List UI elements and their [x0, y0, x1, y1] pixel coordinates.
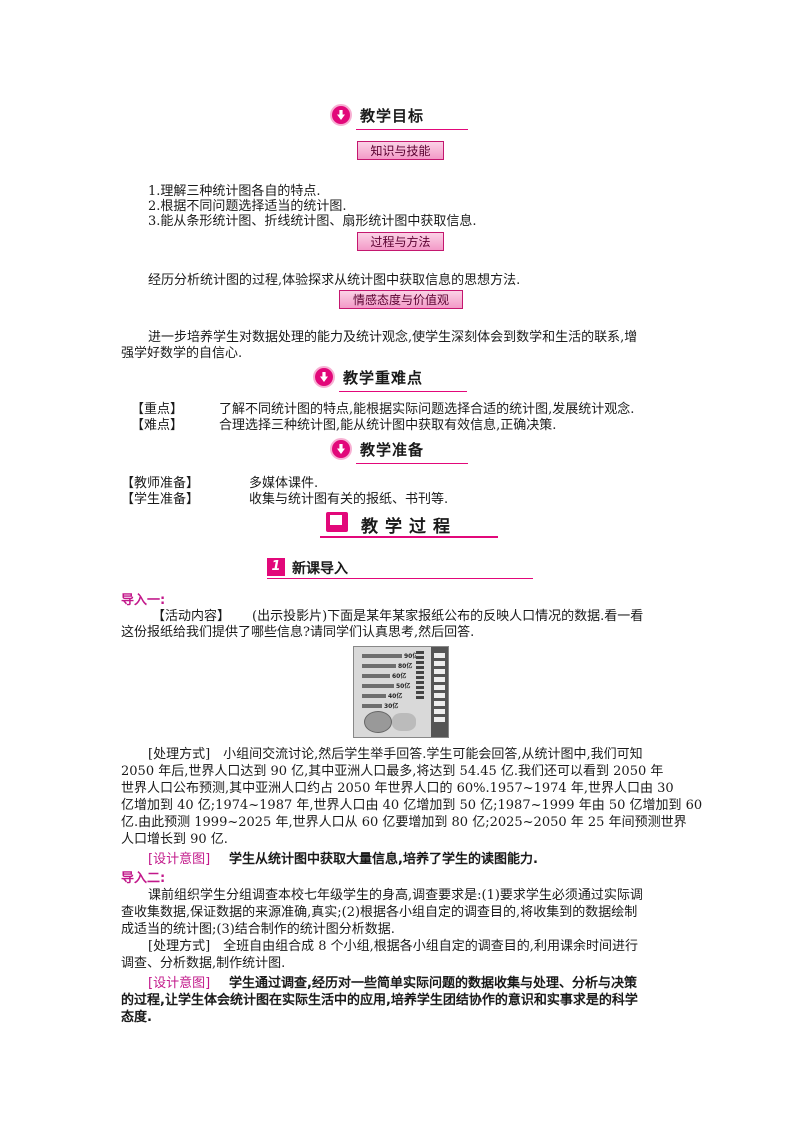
tag-knowledge: 知识与技能 [357, 141, 444, 160]
attitude-line: 强学好数学的自信心. [121, 346, 243, 361]
method-text: 世界人口公布预测,其中亚洲人口约占 2050 年世界人口的 60%.1957~1… [121, 781, 674, 796]
headline-strip [431, 647, 448, 737]
tag-process: 过程与方法 [357, 232, 444, 251]
student-prep-label: 【学生准备】 [121, 492, 200, 507]
method-text: [处理方式] 全班自由组合成 8 个小组,根据各小组自定的调查目的,利用课余时间… [148, 939, 638, 954]
difficulty-text: 合理选择三种统计图,能从统计图中获取有效信息,正确决策. [219, 418, 557, 433]
student-prep-text: 收集与统计图有关的报纸、书刊等. [249, 492, 449, 507]
tag-attitude: 情感态度与价值观 [339, 290, 463, 309]
bar-label: 90亿 [404, 653, 419, 660]
design-intent-text: 学生从统计图中获取大量信息,培养了学生的读图能力. [229, 852, 538, 867]
method-text: 人口增长到 90 亿. [121, 832, 228, 847]
key-text: 了解不同统计图的特点,能根据实际问题选择合适的统计图,发展统计观念. [219, 402, 635, 417]
intro-2-text: 课前组织学生分组调查本校七年级学生的身高,调查要求是:(1)要求学生必须通过实际… [148, 888, 643, 903]
population-bar [362, 664, 396, 668]
section-title: 教学准备 [360, 441, 425, 459]
process-title: 教学过程 [361, 517, 457, 537]
activity-label: 【活动内容】 [152, 609, 231, 624]
design-intent-text: 态度. [121, 1010, 152, 1025]
divider [320, 536, 498, 538]
divider [356, 463, 468, 464]
method-text: 亿增加到 40 亿;1974~1987 年,世界人口由 40 亿增加到 50 亿… [121, 798, 703, 813]
method-text: 调查、分析数据,制作统计图. [121, 956, 286, 971]
globe-graphic [392, 713, 416, 731]
activity-text: 这份报纸给我们提供了哪些信息?请同学们认真思考,然后回答. [121, 625, 475, 640]
method-text: 亿.由此预测 1999~2025 年,世界人口从 60 亿要增加到 80 亿;2… [121, 815, 687, 830]
section-header-key: 教学重难点 [313, 366, 467, 392]
divider [339, 391, 467, 392]
intro-2-text: 成适当的统计图;(3)结合制作的统计图分析数据. [121, 922, 395, 937]
population-bar [362, 704, 382, 708]
knowledge-item: 1.理解三种统计图各自的特点. [148, 184, 321, 199]
design-intent-label: [设计意图] [148, 976, 211, 991]
bar-label: 50亿 [396, 683, 411, 690]
design-intent-text: 学生通过调查,经历对一些简单实际问题的数据收集与处理、分析与决策 [229, 976, 637, 991]
design-intent-text: 的过程,让学生体会统计图在实际生活中的应用,培养学生团结协作的意识和实事求是的科… [121, 993, 638, 1008]
intro-1-label: 导入一: [121, 593, 166, 608]
monitor-icon [326, 512, 348, 532]
design-intent-label: [设计意图] [148, 852, 211, 867]
knowledge-item: 3.能从条形统计图、折线统计图、扇形统计图中获取信息. [148, 214, 477, 229]
population-bar [362, 694, 386, 698]
bar-label: 60亿 [392, 673, 407, 680]
method-text: [处理方式] 小组间交流讨论,然后学生举手回答.学生可能会回答,从统计图中,我们… [148, 747, 643, 762]
section-title: 教学目标 [360, 107, 425, 125]
process-text: 经历分析统计图的过程,体验探求从统计图中获取信息的思想方法. [148, 273, 521, 288]
step-number-badge: 1 [267, 558, 285, 576]
teacher-prep-text: 多媒体课件. [249, 476, 319, 491]
section-title: 教学重难点 [343, 369, 424, 387]
section-header-goals: 教学目标 [330, 104, 468, 130]
intro-2-text: 查收集数据,保证数据的来源准确,真实;(2)根据各小组自定的调查目的,将收集到的… [121, 905, 638, 920]
divider [356, 129, 468, 130]
key-label: 【重点】 [131, 402, 184, 417]
down-arrow-icon [330, 104, 352, 126]
step-title: 新课导入 [292, 561, 348, 577]
population-bar [362, 684, 394, 688]
pie-graphic [364, 711, 392, 733]
bar-label: 40亿 [388, 693, 403, 700]
bar-label: 80亿 [398, 663, 413, 670]
population-bar [362, 654, 402, 658]
knowledge-item: 2.根据不同问题选择适当的统计图. [148, 199, 347, 214]
bar-label: 30亿 [384, 703, 399, 710]
down-arrow-icon [313, 366, 335, 388]
down-arrow-icon [330, 438, 352, 460]
teacher-prep-label: 【教师准备】 [121, 476, 200, 491]
divider [267, 578, 533, 579]
difficulty-label: 【难点】 [131, 418, 184, 433]
method-text: 2050 年后,世界人口达到 90 亿,其中亚洲人口最多,将达到 54.45 亿… [121, 764, 664, 779]
population-newspaper-figure: 90亿 80亿 60亿 50亿 40亿 30亿 [353, 646, 449, 738]
section-header-prep: 教学准备 [330, 438, 468, 464]
intro-2-label: 导入二: [121, 871, 166, 886]
activity-text: (出示投影片)下面是某年某家报纸公布的反映人口情况的数据.看一看 [252, 609, 644, 624]
vertical-text-strip [416, 651, 424, 701]
attitude-line: 进一步培养学生对数据处理的能力及统计观念,使学生深刻体会到数学和生活的联系,增 [148, 330, 638, 345]
population-bar [362, 674, 390, 678]
